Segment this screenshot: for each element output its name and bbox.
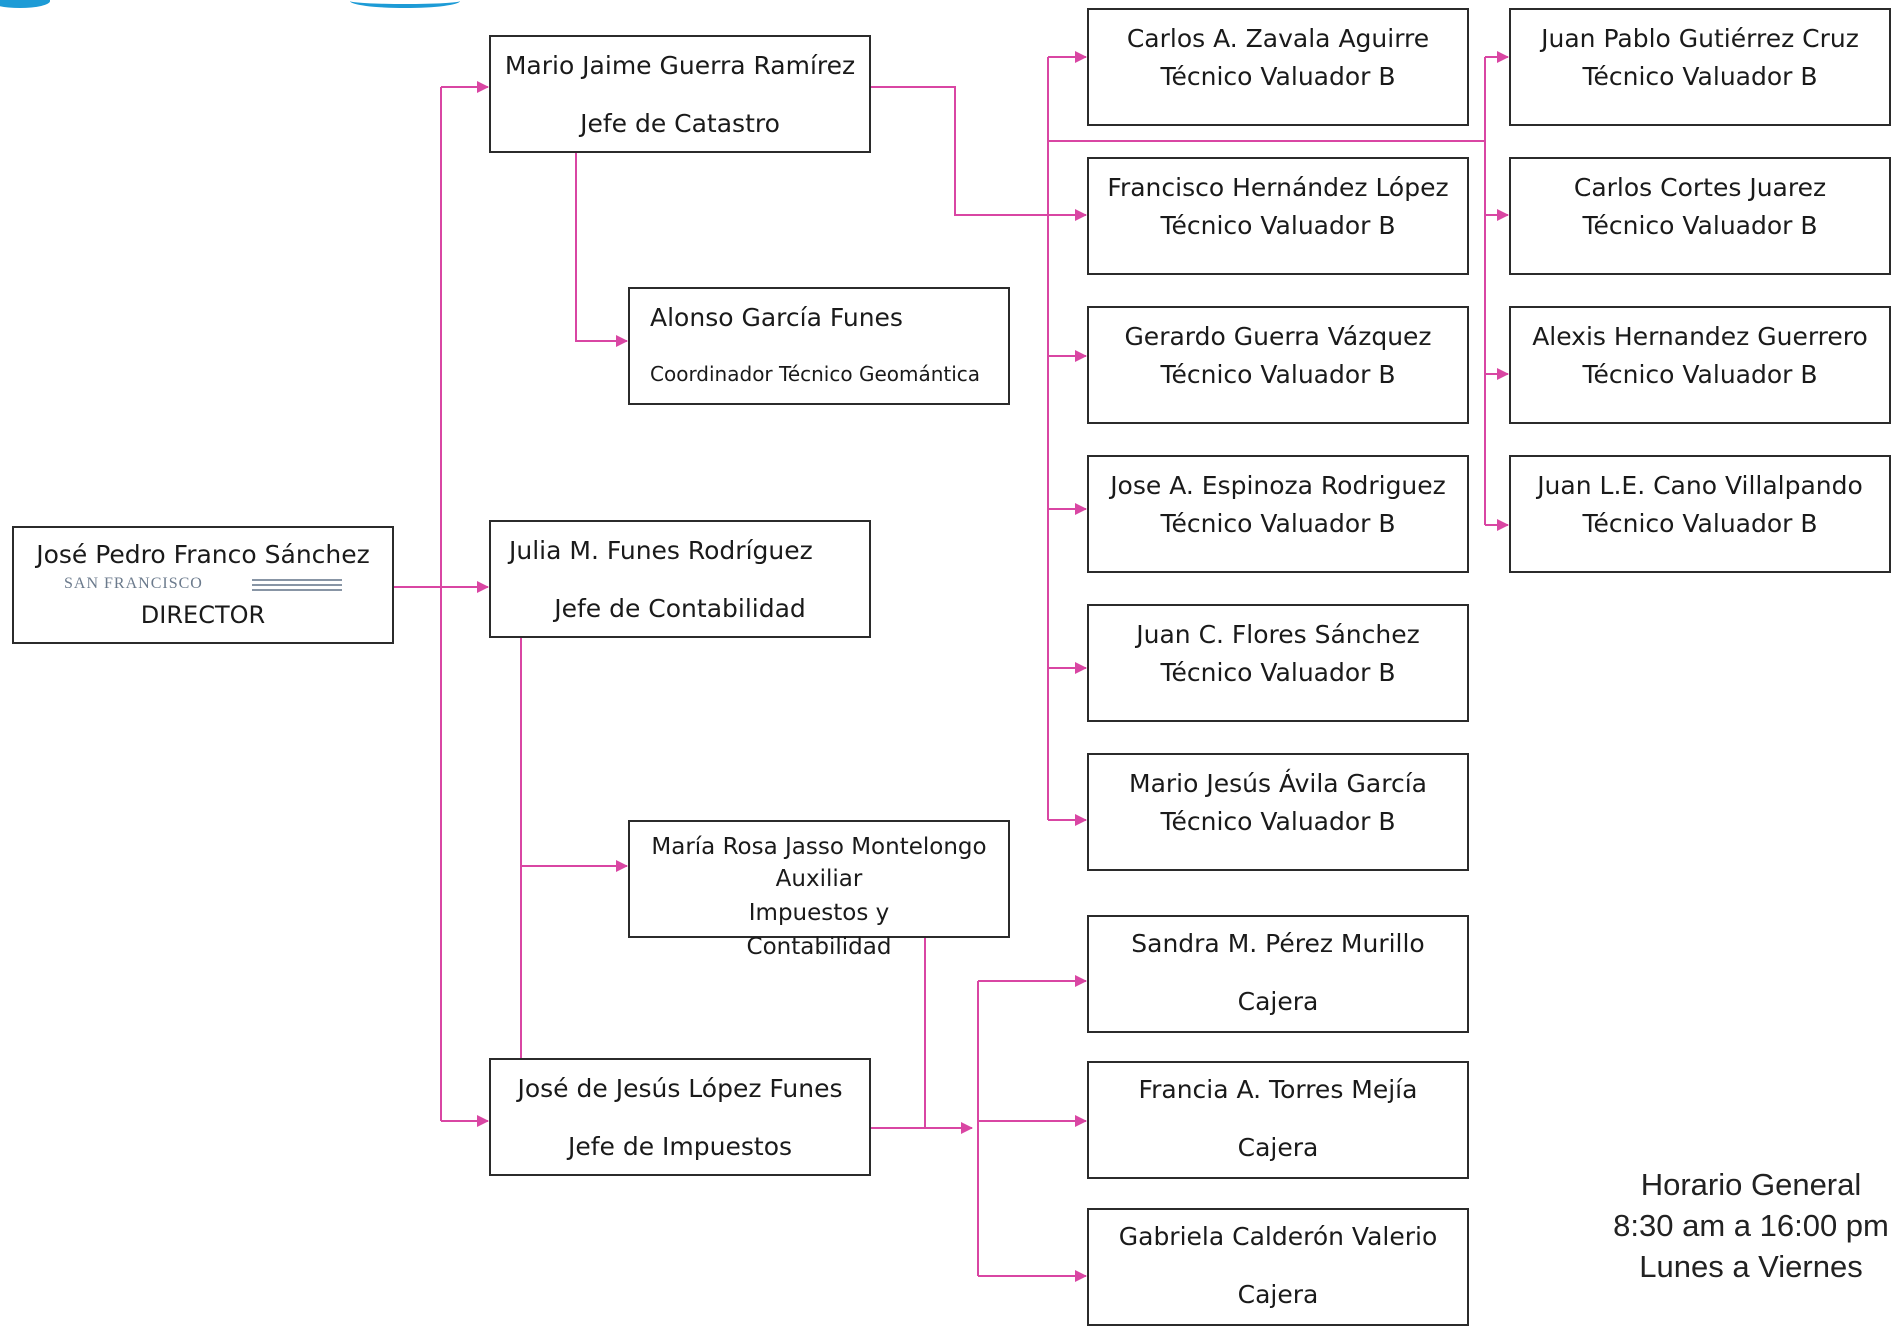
valuador-role: Técnico Valuador B — [1160, 360, 1396, 389]
head-box-contabilidad: Julia M. Funes Rodríguez Jefe de Contabi… — [489, 520, 871, 638]
schedule-note: Horario General 8:30 am a 16:00 pm Lunes… — [1590, 1164, 1896, 1287]
coordinator-name: Alonso García Funes — [650, 303, 903, 332]
valuador-name: Mario Jesús Ávila García — [1129, 769, 1427, 798]
head-role: Jefe de Contabilidad — [554, 594, 806, 623]
head-box-impuestos: José de Jesús López Funes Jefe de Impues… — [489, 1058, 871, 1176]
logo-fragment-left — [0, 0, 50, 8]
head-role: Jefe de Catastro — [580, 109, 780, 138]
cashier-name: Francia A. Torres Mejía — [1138, 1075, 1418, 1104]
assistant-name: María Rosa Jasso Montelongo — [651, 834, 987, 860]
valuador-name: Carlos A. Zavala Aguirre — [1126, 24, 1430, 53]
cashier-role: Cajera — [1237, 987, 1319, 1016]
valuador-name: Juan Pablo Gutiérrez Cruz — [1541, 24, 1859, 53]
logo-fragment-swoosh — [350, 0, 460, 8]
valuador-role: Técnico Valuador B — [1160, 62, 1396, 91]
cashier-role: Cajera — [1237, 1133, 1319, 1162]
valuador-role: Técnico Valuador B — [1582, 360, 1818, 389]
valuador-name: Jose A. Espinoza Rodriguez — [1110, 471, 1446, 500]
coordinator-box: Alonso García Funes Coordinador Técnico … — [628, 287, 1010, 405]
valuador-name: Carlos Cortes Juarez — [1573, 173, 1827, 202]
director-name: José Pedro Franco Sánchez — [36, 540, 370, 569]
schedule-hours: 8:30 am a 16:00 pm — [1613, 1208, 1889, 1243]
director-logo-text: SAN FRANCISCO — [64, 575, 203, 592]
valuador-role: Técnico Valuador B — [1160, 211, 1396, 240]
valuador-role: Técnico Valuador B — [1582, 62, 1818, 91]
cashier-name: Gabriela Calderón Valerio — [1118, 1222, 1438, 1251]
valuador-name: Francisco Hernández López — [1107, 173, 1449, 202]
head-name: Mario Jaime Guerra Ramírez — [504, 51, 856, 80]
valuador-role: Técnico Valuador B — [1160, 658, 1396, 687]
catastro-to-coordinator — [575, 153, 628, 347]
director-logo: SAN FRANCISCO — [64, 573, 354, 601]
head-role: Jefe de Impuestos — [567, 1132, 793, 1161]
valuador-role: Técnico Valuador B — [1160, 807, 1396, 836]
valuador-name: Juan C. Flores Sánchez — [1136, 620, 1420, 649]
assistant-role: Auxiliar Impuestos y Contabilidad — [746, 866, 892, 960]
cashier-name: Sandra M. Pérez Murillo — [1131, 929, 1425, 958]
valuador-role: Técnico Valuador B — [1160, 509, 1396, 538]
coordinator-role: Coordinador Técnico Geomántica — [650, 362, 981, 386]
schedule-title: Horario General — [1640, 1167, 1862, 1202]
valuador-name: Juan L.E. Cano Villalpando — [1537, 471, 1863, 500]
head-name: José de Jesús López Funes — [517, 1074, 843, 1103]
assistant-box: María Rosa Jasso Montelongo Auxiliar Imp… — [628, 820, 1010, 960]
catastro-to-valuadores — [871, 86, 1048, 216]
cashier-role: Cajera — [1237, 1280, 1319, 1309]
valuador-name: Gerardo Guerra Vázquez — [1124, 322, 1432, 351]
head-box-catastro: Mario Jaime Guerra Ramírez Jefe de Catas… — [489, 35, 871, 153]
valuador-name: Alexis Hernandez Guerrero — [1532, 322, 1868, 351]
valuador-role: Técnico Valuador B — [1582, 509, 1818, 538]
schedule-days: Lunes a Viernes — [1639, 1249, 1863, 1284]
head-name: Julia M. Funes Rodríguez — [509, 536, 813, 565]
valuador-role: Técnico Valuador B — [1582, 211, 1818, 240]
director-role: DIRECTOR — [140, 601, 266, 629]
